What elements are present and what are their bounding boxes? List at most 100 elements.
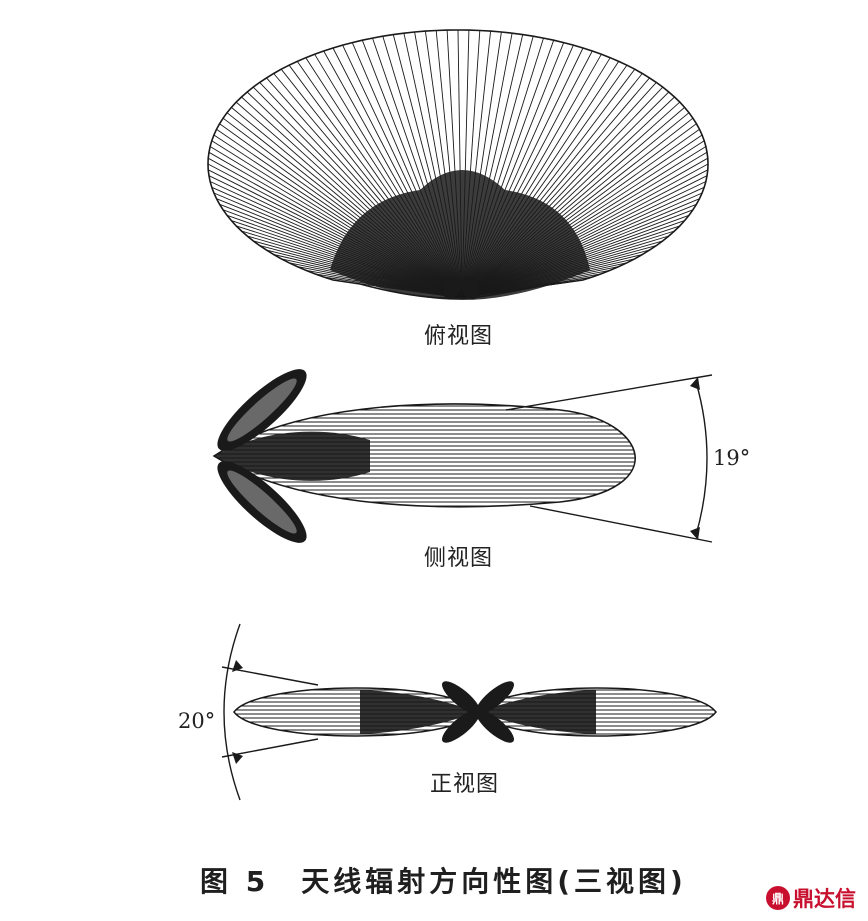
side-upper-lobe: [217, 369, 307, 451]
side-dim-line-upper: [505, 374, 713, 411]
front-x-lobe-ur: [475, 681, 514, 715]
front-dim-arrow-bottom: [232, 752, 243, 764]
watermark-logo-icon: 鼎: [766, 886, 790, 910]
top-view-ray: [461, 91, 670, 299]
top-view-ray: [211, 186, 463, 299]
top-view-ray: [208, 151, 463, 299]
top-view-ray: [461, 163, 709, 299]
front-dim-line-upper: [221, 666, 319, 686]
side-dim-arrow-bottom: [690, 527, 700, 540]
top-view-ray: [461, 186, 705, 299]
side-view-pattern: [212, 369, 636, 543]
side-main-core: [214, 431, 370, 481]
side-lower-lobe-hatch: [227, 470, 297, 534]
top-view-ray: [461, 151, 708, 299]
side-dim-arc: [695, 381, 708, 536]
top-view-ray: [461, 220, 685, 299]
top-view-ray: [235, 101, 463, 299]
top-view-pattern: [207, 29, 709, 300]
top-view-ray: [461, 40, 555, 299]
top-view-ray: [461, 175, 708, 299]
top-view-ray: [219, 123, 463, 299]
top-view-ray: [461, 209, 694, 299]
top-view-ray: [226, 214, 463, 299]
top-view-ray: [222, 117, 463, 299]
top-view-ray: [461, 107, 685, 299]
top-view-rays: [207, 29, 709, 299]
side-dim-arrow-top: [690, 377, 700, 390]
top-view-ray: [461, 123, 697, 299]
top-view-ray: [461, 192, 703, 299]
top-view-ray: [216, 198, 463, 299]
front-beamwidth-label: 20°: [178, 709, 216, 733]
top-view-rear-lobe: [443, 276, 461, 300]
top-view-ray: [208, 175, 463, 299]
top-view-ray: [461, 37, 544, 299]
top-view-ray: [424, 31, 463, 299]
top-view-outline: [207, 29, 709, 300]
top-view-ray: [461, 82, 657, 299]
top-view-ray: [461, 42, 565, 299]
front-right-core: [478, 690, 596, 734]
top-view-ray: [372, 37, 463, 299]
watermark: 鼎 鼎达信: [766, 884, 856, 912]
top-view-ray: [461, 169, 709, 299]
top-view-ray: [461, 53, 602, 299]
top-view-ray: [461, 101, 681, 299]
front-dim-arrow-top: [232, 660, 243, 672]
top-view-ray: [461, 77, 650, 299]
top-view-ray: [241, 230, 463, 299]
top-view-ray: [461, 47, 584, 299]
top-view-ray: [332, 47, 463, 299]
top-view-ray: [461, 96, 675, 299]
top-view-ray: [231, 220, 463, 299]
top-view-ray: [314, 53, 463, 299]
front-dim-arc: [223, 623, 241, 801]
top-view-ray: [461, 225, 680, 299]
top-view-ray: [461, 34, 524, 299]
top-view-ray: [461, 86, 664, 299]
side-lower-lobe: [217, 461, 307, 543]
top-view-ray: [382, 36, 463, 299]
top-view-ray: [461, 30, 481, 299]
angle-dimension-lines: [221, 374, 713, 801]
top-view-ray: [361, 40, 463, 299]
top-view-ray: [273, 73, 463, 299]
front-view-pattern: [233, 681, 717, 743]
side-beamwidth-label: 19°: [713, 446, 751, 470]
top-view-ray: [461, 235, 669, 299]
top-view-ray: [403, 33, 463, 299]
top-view-ray: [231, 107, 463, 299]
top-view-ray: [461, 44, 574, 299]
front-dim-line-lower: [221, 738, 319, 758]
top-view-ray: [219, 203, 463, 299]
top-view-ray: [266, 77, 463, 299]
top-view-ray: [461, 140, 705, 299]
top-view-ray: [209, 146, 463, 299]
top-view-ray: [246, 91, 463, 299]
top-view-ray: [461, 134, 703, 299]
figure-caption: 图 5 天线辐射方向性图(三视图): [200, 865, 687, 898]
top-view-ray: [461, 57, 611, 299]
top-view-ray: [207, 169, 463, 299]
top-view-ray: [342, 44, 463, 299]
top-view-ray: [461, 230, 675, 299]
top-view-ray: [414, 31, 463, 299]
top-view-ray: [236, 225, 463, 299]
top-view-ray: [222, 209, 463, 299]
top-view-rear-lobe: [461, 276, 479, 300]
top-view-ray: [207, 163, 463, 299]
top-view-ray: [461, 30, 470, 299]
front-x-lobe-lr: [475, 709, 514, 743]
watermark-text: 鼎达信: [793, 887, 856, 911]
top-view-ray: [461, 73, 643, 299]
top-view-ray: [213, 192, 463, 299]
top-view-ray: [288, 64, 463, 299]
top-view-ray: [461, 157, 709, 299]
top-view-ray: [435, 30, 463, 299]
top-view-ray: [461, 112, 690, 299]
top-view-ray: [461, 68, 636, 299]
front-x-lobe-ll: [442, 709, 481, 743]
top-view-ray: [457, 29, 463, 299]
